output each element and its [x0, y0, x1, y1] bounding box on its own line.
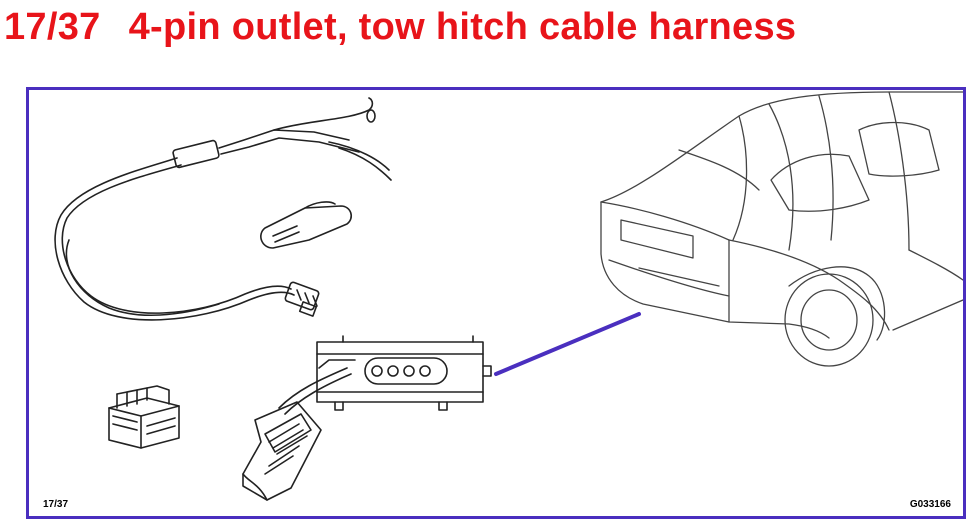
- four-pin-outlet-icon: [242, 335, 492, 501]
- diagram-drawing: [54, 91, 963, 501]
- pointer-line: [494, 312, 641, 376]
- figure-page-ref: 17/37: [43, 499, 69, 510]
- page-title: 17/37 4-pin outlet, tow hitch cable harne…: [4, 2, 796, 52]
- diagram-frame: 17/37 G033166: [26, 87, 966, 519]
- page-number: 17/37: [4, 6, 101, 48]
- connector-block-icon: [108, 385, 180, 449]
- car-rear-icon: [600, 91, 963, 367]
- page-heading: 4-pin outlet, tow hitch cable harness: [128, 6, 797, 48]
- cable-harness-icon: [54, 97, 392, 321]
- drawing-id: G033166: [909, 499, 951, 510]
